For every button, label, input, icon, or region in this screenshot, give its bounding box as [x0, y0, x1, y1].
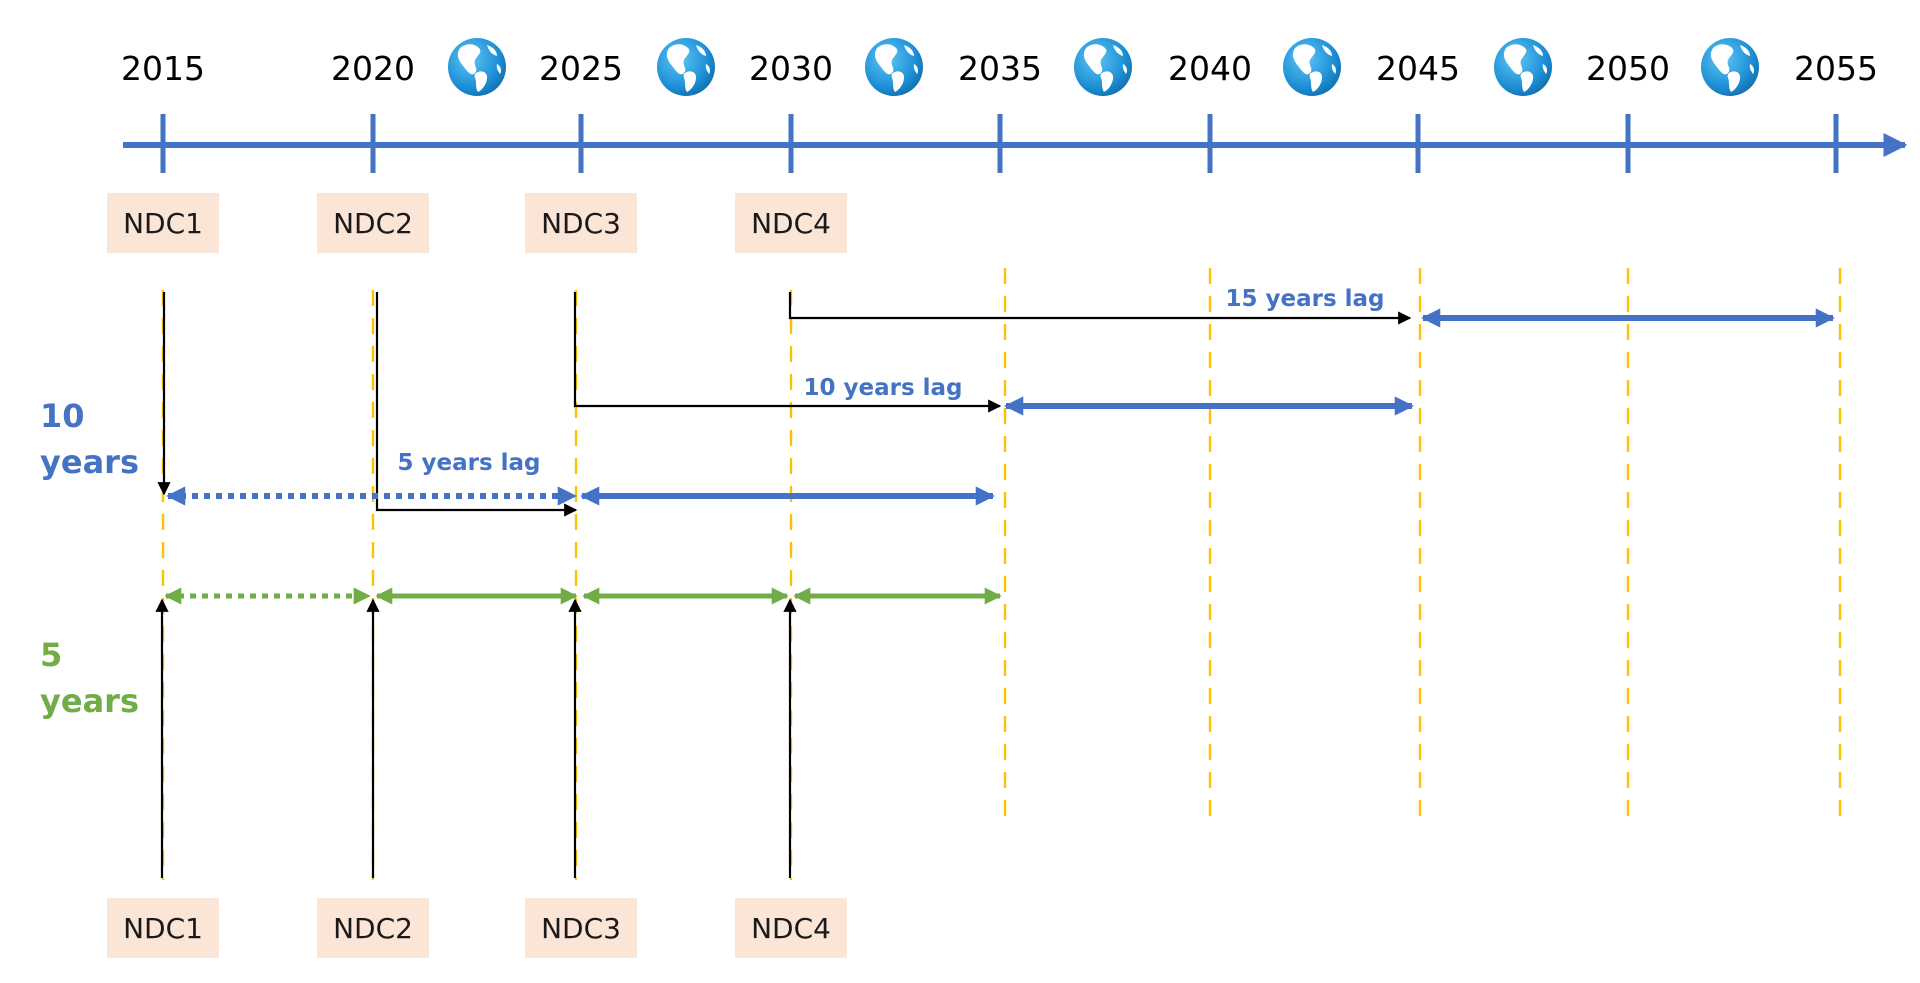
- year-label-2030: 2030: [749, 49, 833, 88]
- five-years-label-line1: 5: [40, 636, 62, 674]
- ndc-box: [317, 193, 429, 253]
- year-label-2055: 2055: [1794, 49, 1878, 88]
- ndc-box: [317, 898, 429, 958]
- timeline-ticks: [160, 114, 1839, 173]
- globe-icon: [1074, 38, 1132, 96]
- ten-year-period-arrows: [166, 308, 1835, 506]
- year-label-2035: 2035: [958, 49, 1042, 88]
- globe-icon: [865, 38, 923, 96]
- ndc-box: [107, 898, 219, 958]
- ndc2-to-ten-year-arrow: [375, 292, 578, 517]
- globe-icon: [657, 38, 715, 96]
- ndc-label: NDC2: [333, 912, 413, 945]
- year-label-2045: 2045: [1376, 49, 1460, 88]
- ndc-label: NDC4: [751, 912, 831, 945]
- ndc-label: NDC1: [123, 207, 203, 240]
- year-label-2025: 2025: [539, 49, 623, 88]
- lag-label-3: 15 years lag: [1225, 286, 1384, 312]
- year-label-2015: 2015: [121, 49, 205, 88]
- ndc-label: NDC3: [541, 207, 621, 240]
- ndc-box: [525, 193, 637, 253]
- top-ndc4: NDC4: [735, 193, 847, 253]
- ndc-top-labels: NDC1 NDC2 NDC3 NDC4: [107, 193, 847, 253]
- ndc-box: [735, 898, 847, 958]
- globe-icon: [448, 38, 506, 96]
- ndc-label: NDC2: [333, 207, 413, 240]
- dashed-year-guides: [161, 268, 1842, 880]
- ndc-box: [735, 193, 847, 253]
- bottom-ndc1: NDC1: [107, 898, 219, 958]
- top-ndc3: NDC3: [525, 193, 637, 253]
- top-ndc1: NDC1: [107, 193, 219, 253]
- bottom-ndc4: NDC4: [735, 898, 847, 958]
- ndc-bottom-labels: NDC1 NDC2 NDC3 NDC4: [107, 898, 847, 958]
- top-ndc2: NDC2: [317, 193, 429, 253]
- ndc-label: NDC4: [751, 207, 831, 240]
- globe-icon: [1494, 38, 1552, 96]
- globe-icon: [1283, 38, 1341, 96]
- globe-icons: [448, 38, 1759, 96]
- ndc-box: [107, 193, 219, 253]
- year-label-2020: 2020: [331, 49, 415, 88]
- ten-years-label-line2: years: [40, 443, 139, 481]
- ndc-submission-arrows: [155, 292, 1412, 878]
- bottom-ndc3: NDC3: [525, 898, 637, 958]
- bottom-ndc2: NDC2: [317, 898, 429, 958]
- globe-icon: [1701, 38, 1759, 96]
- lag-labels: 5 years lag 10 years lag 15 years lag: [397, 286, 1384, 476]
- year-labels: 2015 2020 2025 2030 2035 2040 2045 2050 2055: [121, 49, 1878, 88]
- ten-years-label-line1: 10: [40, 397, 85, 435]
- lag-label-2: 10 years lag: [803, 375, 962, 401]
- five-years-label-line2: years: [40, 682, 139, 720]
- ndc3-to-ten-year-arrow: [573, 292, 1002, 413]
- ndc-label: NDC1: [123, 912, 203, 945]
- ndc-box: [525, 898, 637, 958]
- year-label-2040: 2040: [1168, 49, 1252, 88]
- ndc4-to-ten-year-arrow: [788, 292, 1412, 325]
- year-label-2050: 2050: [1586, 49, 1670, 88]
- ndc-label: NDC3: [541, 912, 621, 945]
- lag-label-1: 5 years lag: [397, 450, 540, 476]
